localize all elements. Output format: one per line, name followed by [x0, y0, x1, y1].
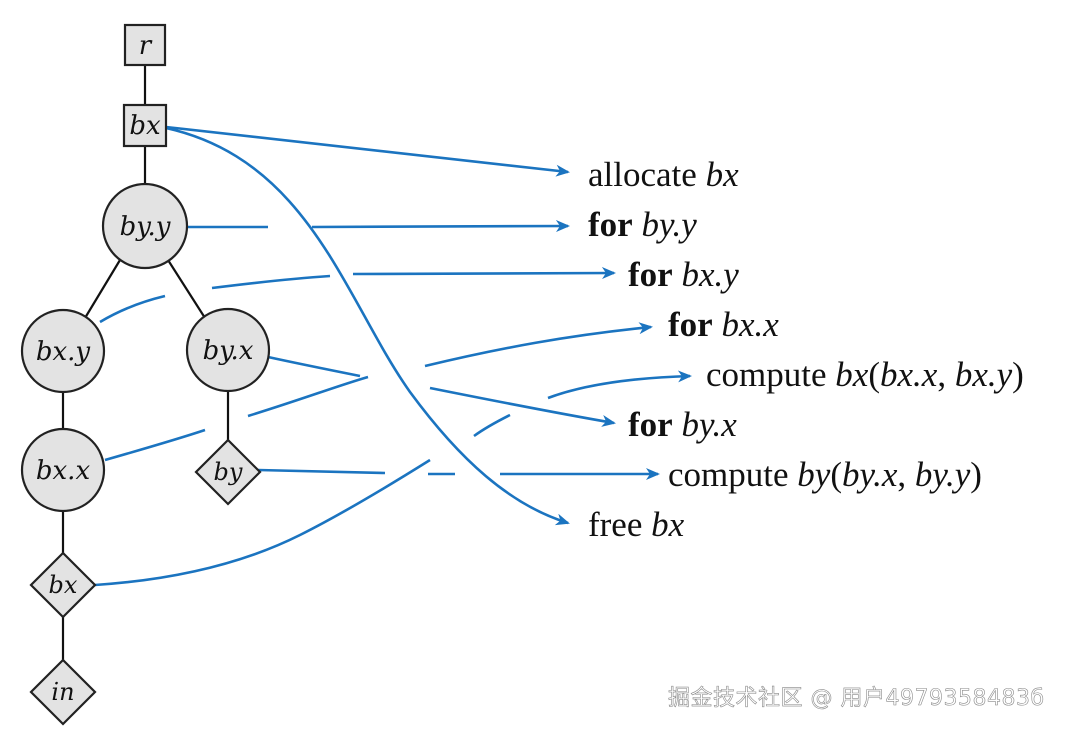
- code-token: bx.x: [721, 305, 779, 344]
- node-by-leaf-label: by: [214, 458, 243, 486]
- code-token: by.x: [681, 405, 737, 444]
- node-in: in: [29, 658, 97, 726]
- code-token: [673, 405, 682, 444]
- code-token: for: [628, 255, 673, 294]
- arrow-allocate-bx: [165, 125, 570, 177]
- tree-nodes: r bx by.y bx.y by.x bx.x by bx: [20, 23, 271, 726]
- node-r-label: r: [139, 31, 153, 61]
- arrow-for-bxy: [99, 273, 614, 324]
- node-bx-x-label: bx.x: [36, 456, 91, 486]
- code-token: compute: [668, 455, 797, 494]
- code-token: ,: [897, 455, 915, 494]
- code-token: bx.y: [955, 355, 1013, 394]
- code-token: (: [868, 355, 880, 394]
- code-token: bx: [835, 355, 869, 394]
- code-token: by.y: [641, 205, 697, 244]
- code-token: for: [628, 405, 673, 444]
- code-token: bx: [706, 155, 740, 194]
- arrow-compute-bx: [94, 376, 690, 587]
- arrow-for-byx: [267, 355, 614, 423]
- code-line-for-bxx: for bx.x: [668, 305, 779, 344]
- code-token: ): [1012, 355, 1024, 394]
- arrow-free-bx: [165, 126, 570, 526]
- code-token: [713, 305, 722, 344]
- code-token: bx: [651, 505, 685, 544]
- code-line-compute-by: compute by(by.x, by.y): [668, 455, 982, 494]
- arrow-for-byy: [188, 226, 568, 227]
- code-line-for-byx: for by.x: [628, 405, 737, 444]
- code-token: compute: [706, 355, 835, 394]
- node-by-leaf: by: [194, 438, 262, 506]
- code-line-for-bxy: for bx.y: [628, 255, 739, 294]
- node-r: r: [123, 23, 167, 67]
- edge-byy-byx: [167, 259, 206, 319]
- code-token: for: [588, 205, 633, 244]
- watermark: 掘金技术社区 @ 用户4979358483б: [668, 686, 1045, 712]
- code-token: by.x: [842, 455, 898, 494]
- node-by-y: by.y: [101, 182, 189, 270]
- code-token: by.y: [915, 455, 971, 494]
- code-token: free: [588, 505, 651, 544]
- node-bx-y-label: bx.y: [36, 337, 91, 367]
- node-bx-leaf: bx: [29, 551, 97, 619]
- code-line-allocate: allocate bx: [588, 155, 739, 194]
- code-line-free: free bx: [588, 505, 685, 544]
- code-token: bx.x: [880, 355, 938, 394]
- code-token: ,: [937, 355, 955, 394]
- arrow-compute-by: [257, 470, 658, 474]
- arrow-for-bxx: [104, 327, 651, 462]
- code-token: bx.y: [681, 255, 739, 294]
- code-token: for: [668, 305, 713, 344]
- node-bx-leaf-label: bx: [49, 571, 78, 599]
- flow-arrows: [94, 125, 690, 587]
- code-token: [673, 255, 682, 294]
- edge-byy-bxy: [84, 259, 121, 319]
- tree-edges: [61, 65, 230, 660]
- node-in-label: in: [51, 678, 74, 706]
- code-token: [633, 205, 642, 244]
- node-bx-x: bx.x: [20, 427, 106, 513]
- node-bx-label: bx: [129, 111, 161, 141]
- node-by-x-label: by.x: [203, 336, 254, 366]
- code-listing: allocate bx for by.y for bx.y for bx.x c…: [588, 155, 1024, 544]
- code-line-for-byy: for by.y: [588, 205, 697, 244]
- node-bx: bx: [122, 103, 168, 148]
- code-line-compute-bx: compute bx(bx.x, bx.y): [706, 355, 1024, 394]
- code-token: allocate: [588, 155, 706, 194]
- code-token: (: [830, 455, 842, 494]
- code-token: by: [797, 455, 831, 494]
- node-bx-y: bx.y: [20, 308, 106, 394]
- code-token: ): [970, 455, 982, 494]
- node-by-x: by.x: [185, 307, 271, 393]
- node-by-y-label: by.y: [120, 212, 171, 242]
